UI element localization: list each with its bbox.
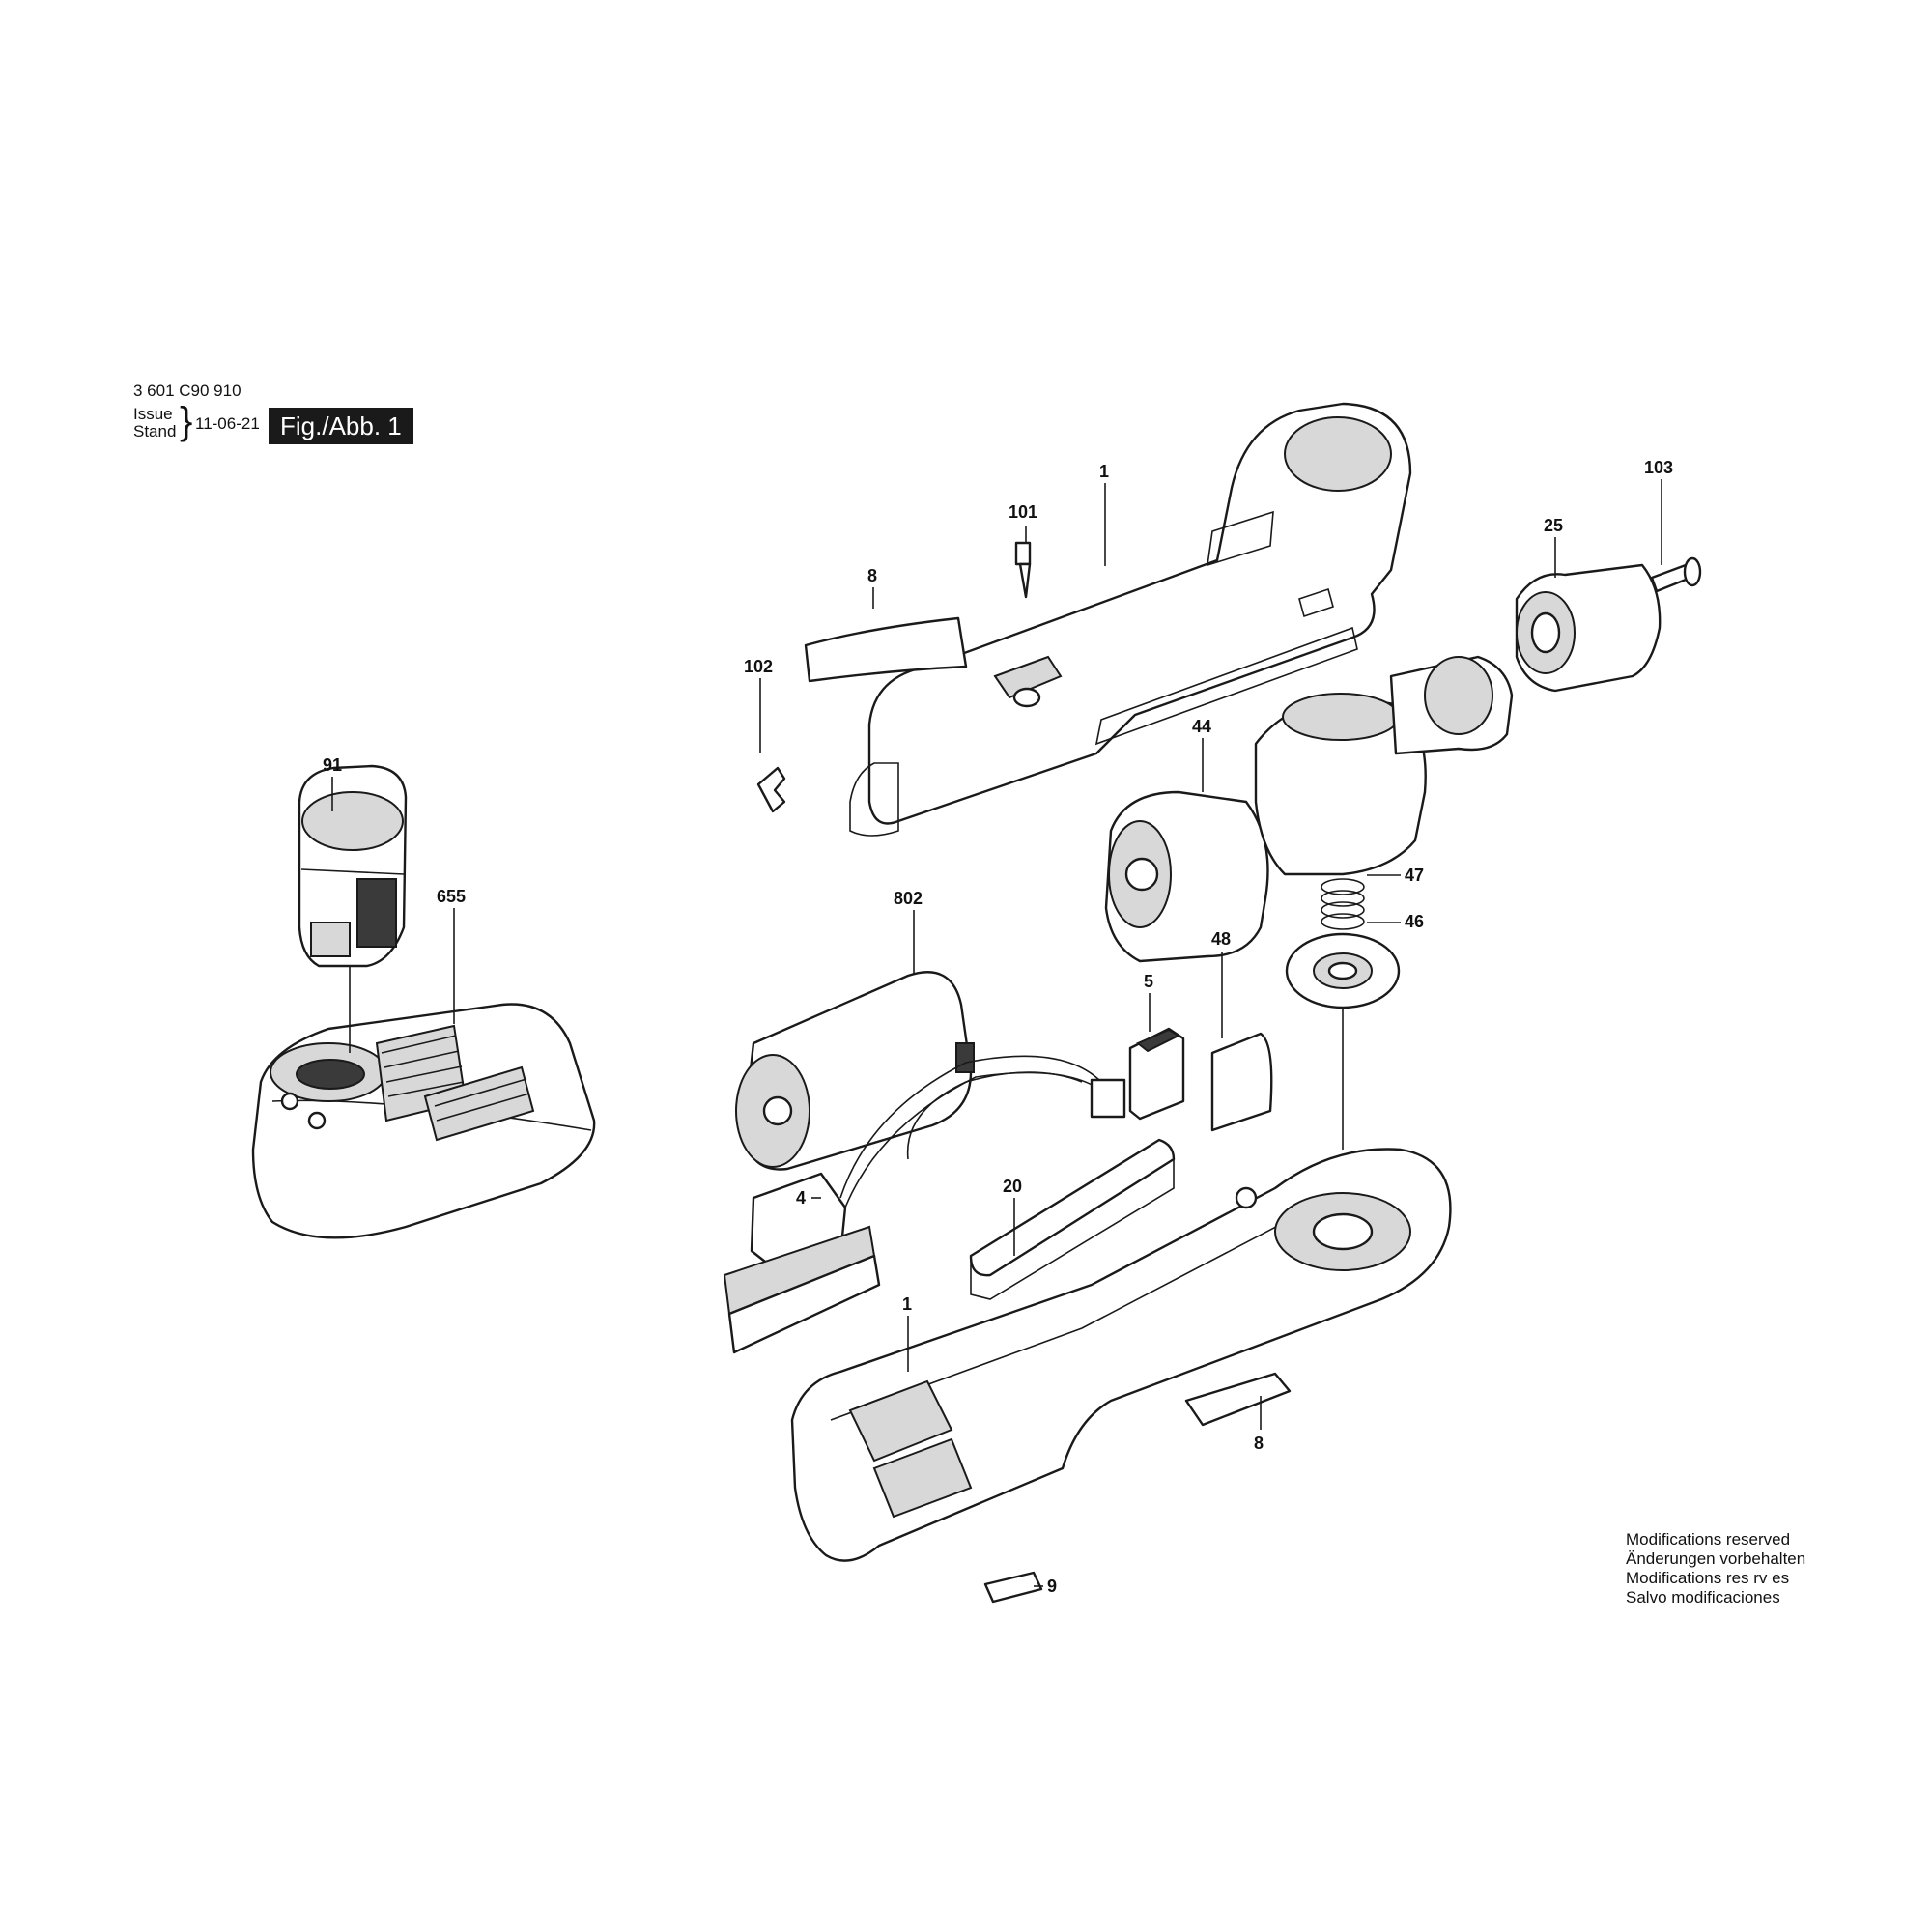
label-part-91: 91 xyxy=(323,755,342,775)
notice-line-de: Änderungen vorbehalten xyxy=(1626,1549,1806,1568)
label-part-1-top: 1 xyxy=(1099,462,1109,481)
label-sticker-9 xyxy=(983,1571,1043,1604)
spring-47 xyxy=(1321,878,1365,930)
label-part-802: 802 xyxy=(894,889,923,908)
label-part-5: 5 xyxy=(1144,972,1153,991)
label-part-8-bottom: 8 xyxy=(1254,1434,1264,1453)
label-part-44: 44 xyxy=(1192,717,1211,736)
part-number: 3 601 C90 910 xyxy=(133,382,242,400)
leader-lines xyxy=(331,479,1662,1587)
gearbox-44 xyxy=(1104,655,1514,963)
upper-housing-1 xyxy=(849,402,1412,837)
label-part-8-top: 8 xyxy=(867,566,877,585)
label-part-25: 25 xyxy=(1544,516,1563,535)
notice-line-fr: Modifications res rv es xyxy=(1626,1569,1790,1587)
label-part-48: 48 xyxy=(1211,929,1231,949)
label-part-655: 655 xyxy=(437,887,466,906)
label-part-102: 102 xyxy=(744,657,773,676)
label-sticker-8-top xyxy=(804,616,968,683)
screw-103 xyxy=(1650,556,1702,593)
lower-housing-1 xyxy=(790,1148,1452,1562)
gear-ring-46 xyxy=(1285,932,1401,1009)
issue-label: Issue Stand xyxy=(133,405,177,440)
figure-badge: Fig./Abb. 1 xyxy=(269,408,413,444)
label-sticker-8-bottom xyxy=(1184,1372,1292,1427)
issue-date: 11-06-21 xyxy=(195,414,260,433)
battery-pack-91 xyxy=(298,764,408,968)
part-5-block xyxy=(1128,1027,1185,1121)
notice-line-es: Salvo modificaciones xyxy=(1626,1588,1780,1606)
label-part-1-bottom: 1 xyxy=(902,1294,912,1314)
label-part-47: 47 xyxy=(1405,866,1424,885)
label-part-4: 4 xyxy=(796,1188,806,1208)
pad-20 xyxy=(969,1138,1176,1300)
label-part-103: 103 xyxy=(1644,458,1673,477)
clip-102 xyxy=(756,766,786,813)
label-part-9: 9 xyxy=(1047,1577,1057,1596)
screw-101 xyxy=(1014,541,1032,599)
chuck-25 xyxy=(1515,563,1662,693)
modifications-notice: Modifications reserved Änderungen vorbeh… xyxy=(1626,1530,1805,1607)
notice-line-en: Modifications reserved xyxy=(1626,1530,1791,1548)
charger-655 xyxy=(251,1003,596,1239)
label-part-20: 20 xyxy=(1003,1177,1022,1196)
motor-802 xyxy=(735,971,975,1171)
label-part-101: 101 xyxy=(1009,502,1037,522)
switch-4 xyxy=(723,1055,1126,1354)
label-part-46: 46 xyxy=(1405,912,1424,931)
issue-brace: } xyxy=(180,400,193,442)
foil-48 xyxy=(1210,1032,1273,1132)
